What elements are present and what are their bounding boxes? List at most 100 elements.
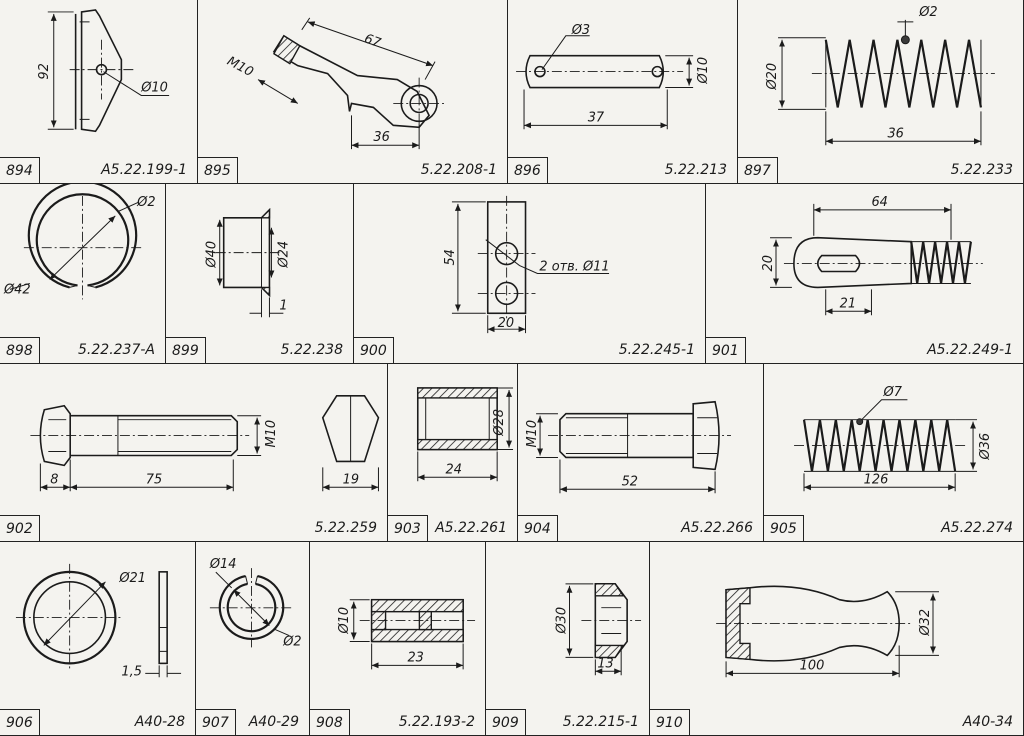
part-drawing-910: Ø32 100: [716, 585, 939, 678]
part-number-895: 895: [198, 157, 238, 183]
part-cell-905: Ø7 Ø36 126 905 А5.22.274: [764, 364, 1024, 542]
part-number-908: 908: [310, 709, 350, 735]
part-number-902: 902: [0, 515, 40, 541]
part-code-895: 5.22.208-1: [420, 162, 497, 178]
part-code-898: 5.22.237-А: [78, 342, 155, 358]
part-number-903: 903: [388, 515, 428, 541]
dim-908-1: 23: [407, 650, 423, 665]
part-cell-902: М10 8 75 19 902 5.22.259: [0, 364, 388, 542]
dim-903-0: Ø28: [492, 409, 507, 437]
part-number-901: 901: [706, 337, 746, 363]
part-code-902: 5.22.259: [314, 520, 377, 536]
part-drawing-904: М10 52: [525, 400, 731, 494]
part-code-897: 5.22.233: [950, 162, 1013, 178]
dim-905-0: Ø7: [883, 385, 903, 400]
dim-906-1: 1,5: [121, 664, 142, 679]
part-code-908: 5.22.193-2: [398, 714, 475, 730]
part-drawing-902: М10 8 75 19: [30, 395, 380, 492]
part-number-897: 897: [738, 157, 778, 183]
part-drawing-906: Ø21 1,5: [15, 563, 182, 679]
part-number-907: 907: [196, 709, 236, 735]
part-code-906: А40-28: [134, 714, 185, 730]
part-code-900: 5.22.245-1: [618, 342, 695, 358]
dim-895-2: 36: [373, 130, 389, 145]
dim-902-2: 75: [146, 472, 162, 487]
part-code-899: 5.22.238: [280, 342, 343, 358]
dim-895-1: М10: [224, 54, 255, 80]
dim-899-0: Ø40: [205, 241, 220, 269]
dim-901-0: 64: [871, 195, 887, 210]
dim-900-1: 2 отв. Ø11: [539, 260, 609, 275]
dim-904-0: М10: [525, 420, 540, 448]
part-code-904: А5.22.266: [681, 520, 753, 536]
part-drawing-901: 64 20 21: [761, 195, 983, 316]
part-cell-906: Ø21 1,5 906 А40-28: [0, 542, 196, 736]
dim-898-0: Ø2: [136, 195, 155, 210]
part-drawing-894: 92 Ø10: [37, 9, 170, 133]
part-cell-904: М10 52 904 А5.22.266: [518, 364, 764, 542]
part-code-910: А40-34: [962, 714, 1013, 730]
dim-910-0: Ø32: [918, 609, 933, 637]
part-number-909: 909: [486, 709, 526, 735]
part-drawing-909: Ø30 13: [555, 583, 642, 676]
part-number-896: 896: [508, 157, 548, 183]
dim-902-1: 8: [50, 472, 58, 487]
part-code-894: А5.22.199-1: [101, 162, 187, 178]
part-drawing-898: Ø2 Ø42: [3, 184, 156, 300]
dim-897-0: Ø2: [918, 5, 937, 20]
part-number-910: 910: [650, 709, 690, 735]
part-drawing-896: Ø3 Ø10 37: [516, 23, 711, 130]
part-cell-908: Ø10 23 908 5.22.193-2: [310, 542, 486, 736]
part-drawing-900: 54 2 отв. Ø11 20: [443, 195, 610, 334]
part-cell-894: 92 Ø10 894 А5.22.199-1: [0, 0, 198, 184]
part-drawing-903: Ø28 24: [416, 387, 514, 482]
part-number-898: 898: [0, 337, 40, 363]
dim-901-2: 21: [840, 296, 856, 311]
dim-894-0: 92: [37, 63, 52, 79]
part-cell-901: 64 20 21 901 А5.22.249-1: [706, 184, 1024, 364]
dim-901-1: 20: [761, 255, 776, 271]
part-cell-899: Ø40 Ø24 1 899 5.22.238: [166, 184, 354, 364]
part-number-894: 894: [0, 157, 40, 183]
dim-904-1: 52: [622, 474, 638, 489]
dim-896-1: Ø10: [696, 57, 711, 85]
part-drawing-899: Ø40 Ø24 1: [205, 207, 291, 318]
dim-897-1: Ø20: [765, 63, 780, 91]
part-drawing-907: Ø14 Ø2: [209, 557, 302, 649]
dim-906-0: Ø21: [118, 571, 146, 586]
part-cell-895: 67 М10 36 895 5.22.208-1: [198, 0, 508, 184]
part-cell-896: Ø3 Ø10 37 896 5.22.213: [508, 0, 738, 184]
dim-908-0: Ø10: [337, 607, 352, 635]
part-drawing-905: Ø7 Ø36 126: [794, 385, 993, 492]
part-code-903: А5.22.261: [435, 520, 507, 536]
dim-900-2: 20: [498, 316, 514, 331]
dim-902-0: М10: [264, 420, 279, 448]
part-code-909: 5.22.215-1: [562, 714, 639, 730]
dim-898-1: Ø42: [3, 282, 31, 297]
dim-897-2: 36: [887, 126, 903, 141]
dim-909-1: 13: [597, 656, 613, 671]
part-code-905: А5.22.274: [941, 520, 1013, 536]
part-cell-898: Ø2 Ø42 898 5.22.237-А: [0, 184, 166, 364]
dim-907-1: Ø2: [282, 634, 301, 649]
dim-896-2: 37: [588, 110, 605, 125]
dim-905-2: 126: [864, 472, 889, 487]
dim-903-1: 24: [446, 462, 462, 477]
dim-894-1: Ø10: [140, 81, 168, 96]
dim-905-1: Ø36: [978, 433, 993, 461]
dim-899-2: 1: [279, 298, 287, 313]
dim-899-1: Ø24: [276, 241, 291, 269]
part-number-904: 904: [518, 515, 558, 541]
dim-910-1: 100: [800, 658, 825, 673]
part-cell-903: Ø28 24 903 А5.22.261: [388, 364, 518, 542]
dim-909-0: Ø30: [555, 607, 570, 635]
dim-902-3: 19: [343, 472, 359, 487]
part-drawing-908: Ø10 23: [337, 598, 476, 670]
part-cell-897: Ø2 Ø20 36 897 5.22.233: [738, 0, 1024, 184]
part-number-900: 900: [354, 337, 394, 363]
part-cell-907: Ø14 Ø2 907 А40-29: [196, 542, 310, 736]
part-drawing-897: Ø2 Ø20 36: [765, 5, 995, 146]
dim-896-0: Ø3: [571, 23, 590, 38]
part-cell-900: 54 2 отв. Ø11 20 900 5.22.245-1: [354, 184, 706, 364]
